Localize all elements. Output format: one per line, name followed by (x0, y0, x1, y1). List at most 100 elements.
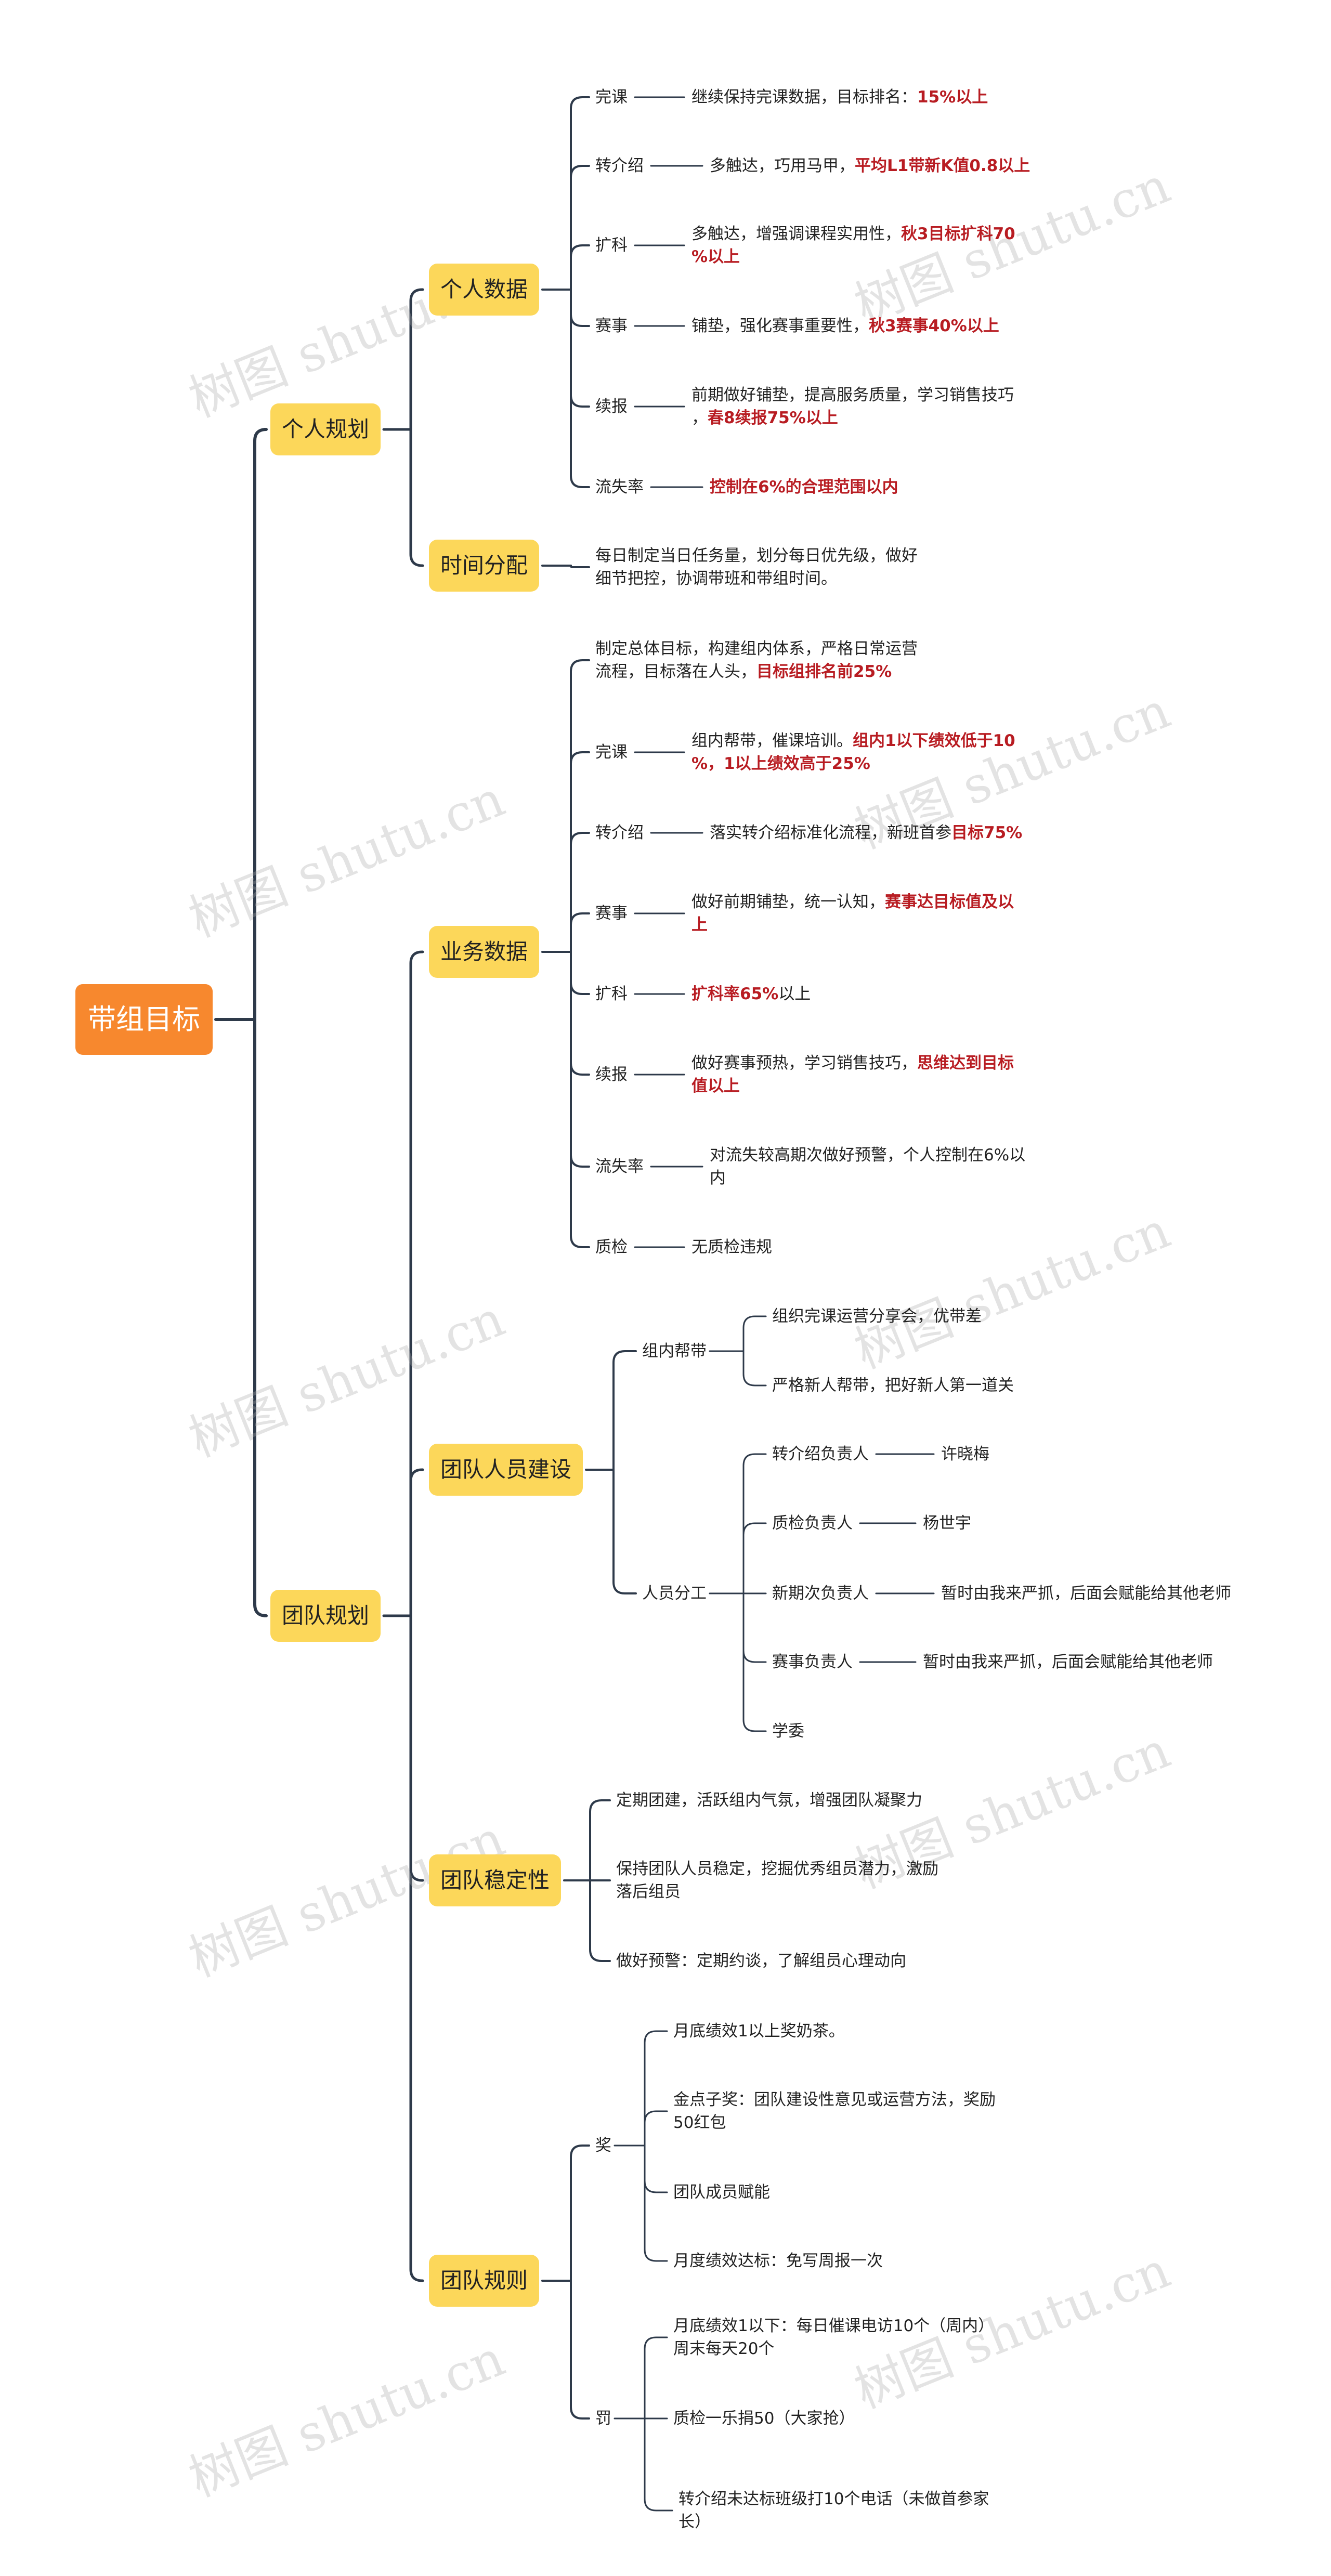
desc-xubao: 前期做好铺垫，提高服务质量，学习销售技巧，春8续报75%以上 (691, 386, 1014, 427)
label-liushi: 流失率 (595, 478, 644, 496)
connector (644, 2030, 668, 2147)
node-label: 团队规则 (440, 2268, 528, 2293)
role-value: 暂时由我来严抓，后面会赋能给其他老师 (941, 1584, 1231, 1603)
connector (742, 1592, 767, 1663)
connector (742, 1350, 767, 1387)
connector (570, 289, 590, 408)
label-xubao: 续报 (595, 397, 628, 416)
label-saishi: 赛事 (595, 317, 628, 335)
desc-kuoke: 多触达，增强调课程实用性，秋3目标扩科70%以上 (691, 225, 1015, 266)
reward-item: 月度绩效达标：免写周报一次 (673, 2252, 883, 2270)
connector (570, 951, 590, 1248)
connector (570, 2145, 590, 2282)
connector (612, 1469, 637, 1594)
node-time-allocation[interactable]: 时间分配 (429, 540, 540, 592)
help-item: 严格新人帮带，把好新人第一道关 (772, 1376, 1014, 1395)
label-saishi: 赛事 (595, 904, 628, 923)
connector (253, 428, 268, 1021)
node-personal-data[interactable]: 个人数据 (429, 264, 540, 316)
connector (570, 751, 590, 953)
desc-liushi: 对流失较高期次做好预警，个人控制在6%以内 (710, 1146, 1026, 1187)
root-node[interactable]: 带组目标 (75, 984, 213, 1055)
desc-zhuanjieshao: 多触达，巧用马甲，平均L1带新K值0.8以上 (710, 156, 1030, 175)
role-label: 赛事负责人 (772, 1653, 853, 1671)
label-xubao: 续报 (595, 1065, 628, 1084)
label-penalty: 罚 (595, 2409, 611, 2428)
desc-kuoke: 扩科率65%以上 (691, 985, 811, 1003)
node-label: 业务数据 (440, 939, 528, 964)
help-item: 组织完课运营分享会，优带差 (772, 1307, 982, 1326)
connector (409, 1614, 424, 1882)
label-wanke: 完课 (595, 88, 628, 107)
connector (742, 1592, 767, 1732)
connector (644, 2336, 668, 2420)
reward-item: 团队成员赋能 (673, 2183, 770, 2202)
connector (570, 244, 590, 291)
stability-item: 定期团建，活跃组内气氛，增强团队凝聚力 (616, 1791, 922, 1810)
connector (644, 2417, 673, 2512)
label-kuoke: 扩科 (595, 236, 628, 255)
node-label: 个人数据 (440, 277, 528, 302)
node-team-building[interactable]: 团队人员建设 (429, 1444, 583, 1496)
label-reward: 奖 (595, 2136, 611, 2155)
label-liushi: 流失率 (595, 1157, 644, 1176)
role-value: 暂时由我来严抓，后面会赋能给其他老师 (923, 1653, 1213, 1671)
connector (589, 1799, 611, 1881)
penalty-item: 月底绩效1以下：每日催课电访10个（周内）周末每天20个 (673, 2317, 995, 2358)
desc-xubao: 做好赛事预热，学习销售技巧，思维达到目标值以上 (691, 1054, 1014, 1095)
node-team-stability[interactable]: 团队稳定性 (429, 1854, 562, 1906)
connector (644, 2145, 668, 2262)
root-label: 带组目标 (88, 1003, 200, 1036)
connector (612, 1350, 637, 1471)
penalty-item: 质检一乐捐50（大家抢） (673, 2409, 855, 2428)
label-kuoke: 扩科 (595, 985, 628, 1003)
node-label: 团队人员建设 (440, 1457, 572, 1482)
role-value: 杨世宇 (923, 1514, 971, 1533)
connector (570, 165, 590, 291)
connector (409, 1614, 424, 2282)
branch-team-plan[interactable]: 团队规划 (270, 1590, 381, 1642)
node-label: 时间分配 (440, 553, 528, 578)
connector (570, 659, 590, 953)
desc-wanke: 继续保持完课数据，目标排名：15%以上 (691, 88, 988, 107)
label-zhuanjieshao: 转介绍 (595, 156, 644, 175)
penalty-item: 转介绍未达标班级打10个电话（未做首参家长） (678, 2490, 989, 2531)
connector (742, 1315, 767, 1352)
desc-zhijian: 无质检违规 (691, 1238, 772, 1257)
desc-time-allocation: 每日制定当日任务量，划分每日优先级，做好细节把控，协调带班和带组时间。 (595, 546, 918, 588)
role-label: 转介绍负责人 (772, 1445, 869, 1463)
desc-zhuanjieshao: 落实转介绍标准化流程，新班首参目标75% (710, 823, 1023, 842)
connector (409, 288, 424, 431)
node-business-data[interactable]: 业务数据 (429, 926, 540, 978)
label-zhuanjieshao: 转介绍 (595, 823, 644, 842)
connector (742, 1453, 767, 1594)
branch-personal-plan[interactable]: 个人规划 (270, 403, 381, 455)
connector (409, 950, 424, 1617)
label-zhijian: 质检 (595, 1238, 628, 1257)
label-wanke: 完课 (595, 743, 628, 762)
desc-saishi: 做好前期铺垫，统一认知，赛事达目标值及以上 (691, 893, 1014, 934)
connector (253, 1018, 268, 1617)
connector (570, 565, 590, 568)
role-label: 新期次负责人 (772, 1584, 869, 1603)
label-help: 组内帮带 (642, 1342, 707, 1361)
connector (570, 2280, 590, 2420)
role-label: 学委 (772, 1722, 804, 1741)
stability-item: 做好预警：定期约谈，了解组员心理动向 (616, 1952, 906, 1970)
connector (644, 2110, 668, 2147)
reward-item: 月底绩效1以上奖奶茶。 (673, 2022, 845, 2041)
node-team-rules[interactable]: 团队规则 (429, 2255, 540, 2307)
connector (409, 1468, 424, 1617)
role-value: 许晓梅 (941, 1445, 989, 1463)
connector (589, 1879, 611, 1962)
connector (570, 96, 590, 291)
connector (644, 2145, 668, 2193)
desc-wanke: 组内帮带，催课培训。组内1以下绩效低于10%，1以上绩效高于25% (691, 731, 1015, 773)
stability-item: 保持团队人员稳定，挖掘优秀组员潜力，激励落后组员 (616, 1860, 938, 1901)
connector (570, 912, 590, 953)
connector (570, 951, 590, 1076)
connector (742, 1522, 767, 1594)
role-label: 质检负责人 (772, 1514, 853, 1533)
